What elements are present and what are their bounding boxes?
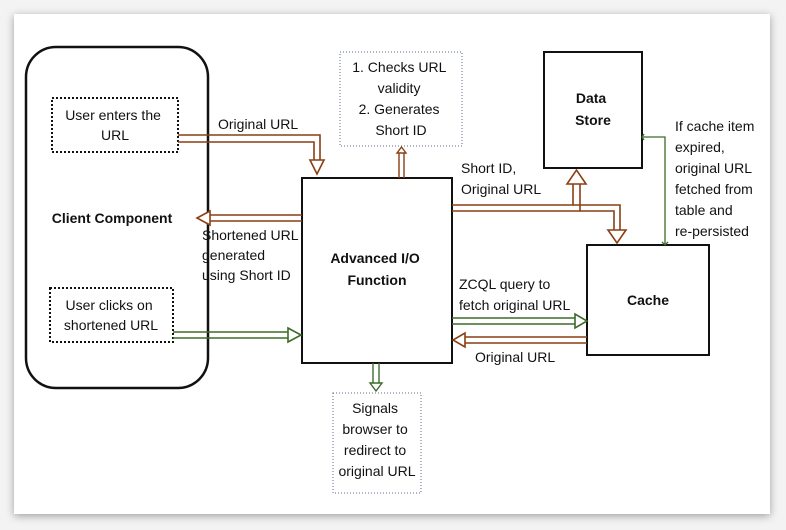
arrow-shortened-url	[195, 209, 302, 227]
function-box	[301, 177, 453, 364]
arrow-original-url-in	[178, 134, 326, 176]
checks-note-line-3: 2. Generates	[359, 101, 440, 117]
label-shortened-url-line-3: using Short ID	[202, 267, 291, 283]
data-store-title-line-2: Store	[575, 112, 611, 128]
label-cache-expiry-line-2: expired,	[675, 139, 725, 155]
arrow-to-store-and-cache	[452, 168, 628, 245]
signals-note-text: Signals browser to redirect to original …	[338, 400, 415, 479]
user-enters-line-2: URL	[101, 127, 129, 143]
label-cache-expiry-line-4: fetched from	[675, 181, 753, 197]
arrow-to-checks-note	[395, 145, 408, 178]
arrow-zcql-query	[452, 312, 589, 330]
architecture-diagram: Client Component User enters the URL Use…	[24, 45, 758, 494]
label-cache-expiry-line-6: re-persisted	[675, 223, 749, 239]
arrow-user-click	[173, 326, 303, 344]
arrow-to-signals-note	[368, 363, 384, 393]
data-store-title-line-1: Data	[576, 90, 607, 106]
cache-box	[586, 244, 710, 356]
user-clicks-line-1: User clicks on	[65, 297, 152, 313]
label-cache-expiry-line-5: table and	[675, 202, 733, 218]
signals-note-line-3: redirect to	[344, 442, 406, 458]
user-enters-text: User enters the URL	[65, 107, 165, 143]
checks-note-line-1: 1. Checks URL	[352, 59, 446, 75]
checks-note-text: 1. Checks URL validity 2. Generates Shor…	[352, 59, 450, 138]
checks-note-line-4: Short ID	[375, 122, 426, 138]
label-short-id-line-2: Original URL	[461, 181, 541, 197]
label-zcql-line-1: ZCQL query to	[459, 276, 551, 292]
signals-note-line-1: Signals	[352, 400, 398, 416]
label-original-url-in: Original URL	[218, 116, 298, 132]
client-component-title: Client Component	[52, 210, 173, 226]
checks-note-box	[339, 51, 463, 147]
label-cache-expiry-line-3: original URL	[675, 160, 752, 176]
label-shortened-url-line-2: generated	[202, 247, 265, 263]
label-shortened-url-line-1: Shortened URL	[202, 227, 299, 243]
label-zcql-line-2: fetch original URL	[459, 297, 570, 313]
user-clicks-box	[49, 287, 174, 343]
label-cache-expiry-line-1: If cache item	[675, 118, 754, 134]
signals-note-line-4: original URL	[338, 463, 415, 479]
diagram-frame: Client Component User enters the URL Use…	[14, 14, 770, 514]
user-clicks-text: User clicks on shortened URL	[64, 297, 158, 333]
user-clicks-line-2: shortened URL	[64, 317, 158, 333]
label-short-id-line-1: Short ID,	[461, 160, 516, 176]
data-store-box	[543, 51, 643, 169]
function-title-line-1: Advanced I/O	[330, 250, 420, 266]
label-cache-expiry: If cache item expired, original URL fetc…	[675, 118, 758, 239]
signals-note-line-2: browser to	[342, 421, 408, 437]
user-enters-line-1: User enters the	[65, 107, 161, 123]
label-shortened-url: Shortened URL generated using Short ID	[202, 227, 302, 283]
function-title-line-2: Function	[347, 272, 406, 288]
label-zcql: ZCQL query to fetch original URL	[459, 276, 570, 313]
signals-note-box	[332, 392, 422, 494]
label-short-id: Short ID, Original URL	[461, 160, 541, 197]
arrow-cache-refresh	[641, 133, 669, 246]
cache-title: Cache	[627, 292, 669, 308]
data-store-title: Data Store	[575, 90, 611, 128]
user-enters-box	[51, 97, 179, 153]
arrow-original-url-out	[451, 331, 587, 349]
function-title: Advanced I/O Function	[330, 250, 423, 288]
checks-note-line-2: validity	[378, 80, 421, 96]
label-original-url-out: Original URL	[475, 349, 555, 365]
